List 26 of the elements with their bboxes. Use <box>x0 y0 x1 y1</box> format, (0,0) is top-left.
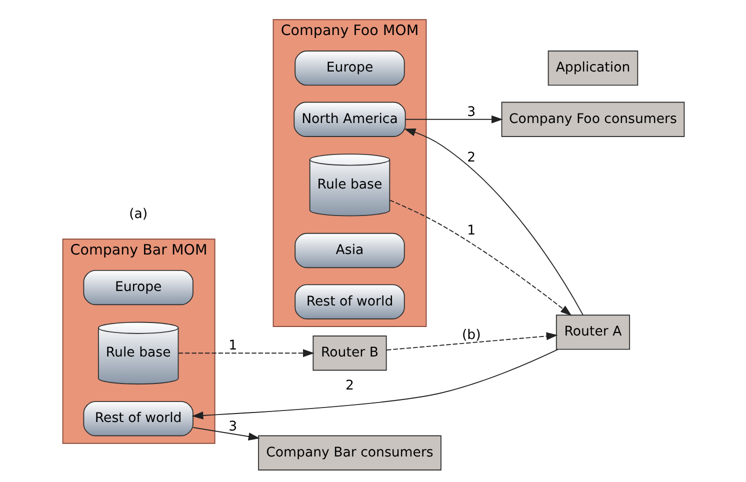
arrow <box>192 427 260 440</box>
node-box: Rest of world <box>294 284 404 320</box>
edge-label: 3 <box>466 104 476 120</box>
node-box: Asia <box>294 232 404 268</box>
edge-label: 1 <box>466 224 476 239</box>
arrow <box>404 115 502 124</box>
edge-label: 1 <box>228 338 237 354</box>
node-box: Router A <box>555 314 630 350</box>
edge-label: 2 <box>466 150 476 166</box>
node-box: North America <box>293 102 406 137</box>
node-box: Europe <box>294 50 404 86</box>
arrow <box>177 349 314 358</box>
node-box: Company Bar consumers <box>258 435 441 470</box>
edge-label: 2 <box>345 378 354 394</box>
edge-label: 3 <box>228 419 237 434</box>
node-box: Europe <box>82 270 193 306</box>
node-box: Application <box>547 50 638 86</box>
edge-label: (b) <box>461 328 480 344</box>
arrow <box>191 348 558 420</box>
label: (a) <box>128 206 148 222</box>
node-box: Rest of world <box>82 401 193 436</box>
arrow <box>404 128 584 316</box>
node-box: Company Foo consumers <box>500 102 684 137</box>
node-box: Router B <box>312 336 386 371</box>
arrow <box>388 200 572 316</box>
arrow <box>386 332 558 350</box>
